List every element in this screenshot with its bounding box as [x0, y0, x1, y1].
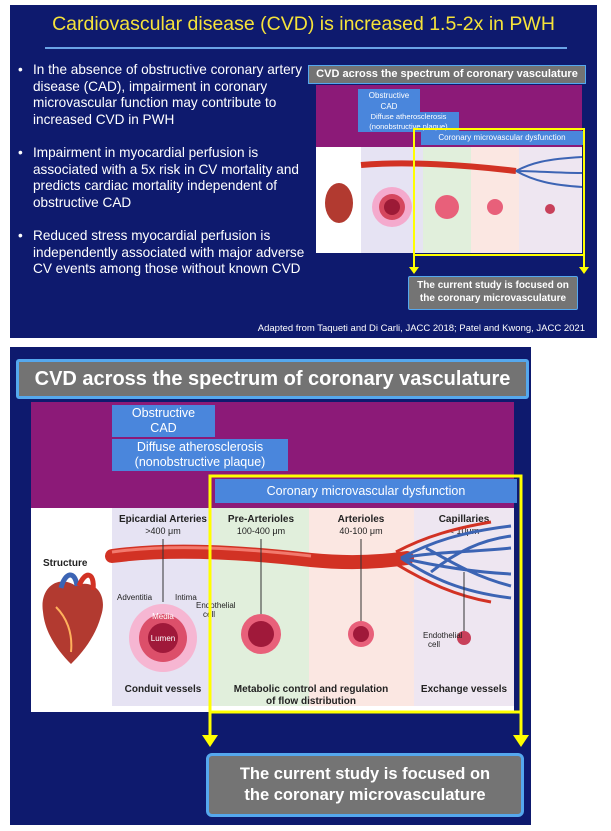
cross-section-epicardial-lumen	[148, 623, 178, 653]
slide-title: Cardiovascular disease (CVD) is increase…	[52, 13, 555, 35]
segment-name: Arterioles	[338, 514, 385, 525]
study-focus-callout: The current study is focused on the coro…	[206, 753, 524, 817]
diffuse-atherosclerosis-label-small: Diffuse atherosclerosis (nonobstructive …	[358, 112, 459, 132]
study-focus-callout-small: The current study is focused on the coro…	[408, 276, 578, 310]
bottom-label: of flow distribution	[266, 696, 356, 707]
callout-line: The current study is focused on	[417, 280, 569, 291]
diagram-title-small: CVD across the spectrum of coronary vasc…	[308, 65, 586, 84]
arrow-down-icon	[579, 267, 589, 274]
bottom-label: Exchange vessels	[421, 684, 508, 695]
capillary-network	[400, 524, 512, 600]
vessel-diagram: Epicardial Arteries >400 μm Pre-Arteriol…	[31, 402, 514, 712]
layer-label: Endothelial	[196, 601, 236, 610]
citation: Adapted from Taqueti and Di Carli, JACC …	[257, 323, 585, 334]
slide-diagram-zoom: CVD across the spectrum of coronary vasc…	[10, 347, 531, 825]
cross-section-capillary	[457, 631, 471, 645]
heart-illustration	[42, 572, 103, 664]
obstructive-cad-label: Obstructive CAD	[112, 405, 215, 437]
cross-section-capillary	[545, 204, 555, 214]
diffuse-atherosclerosis-label: Diffuse atherosclerosis (nonobstructive …	[112, 439, 288, 471]
capillary-network-red	[395, 520, 492, 604]
vessel-trunk-highlight	[111, 546, 312, 558]
obstructive-cad-line: Obstructive	[131, 406, 196, 420]
microvascular-label-small: Coronary microvascular dysfunction	[421, 131, 583, 145]
diffuse-line: (nonobstructive plaque)	[369, 121, 448, 131]
segment-size: >400 μm	[145, 526, 180, 536]
bottom-label: Conduit vessels	[125, 684, 202, 695]
diffuse-line: (nonobstructive plaque)	[134, 455, 266, 469]
vessel-trunk	[105, 544, 414, 570]
layer-label: Adventitia	[117, 593, 153, 602]
arrow-down-icon	[409, 267, 419, 274]
layer-label: Media	[152, 612, 174, 621]
cross-section-arteriole-lumen	[353, 626, 369, 642]
highlight-frame-small	[409, 128, 589, 274]
bottom-label: Metabolic control and regulation	[234, 684, 388, 695]
bullet-item: Impairment in myocardial perfusion is as…	[18, 145, 318, 211]
obstructive-cad-line: CAD	[150, 421, 177, 435]
bullet-item: Reduced stress myocardial perfusion is i…	[18, 228, 318, 278]
segment-name: Capillaries	[439, 514, 490, 525]
microvascular-label: Coronary microvascular dysfunction	[215, 479, 517, 503]
layer-label: Intima	[175, 593, 197, 602]
callout-line: the coronary microvasculature	[419, 293, 567, 304]
slide-overview: Cardiovascular disease (CVD) is increase…	[10, 5, 597, 338]
cross-section-epicardial-lumen	[384, 199, 400, 215]
bullet-list: In the absence of obstructive coronary a…	[18, 62, 318, 295]
layer-label: cell	[428, 640, 440, 649]
obstructive-cad-line: CAD	[380, 102, 398, 111]
diffuse-line: Diffuse atherosclerosis	[136, 440, 264, 454]
bullet-item: In the absence of obstructive coronary a…	[18, 62, 318, 128]
layer-label: Lumen	[151, 634, 175, 643]
callout-line: The current study is focused on	[239, 765, 491, 783]
segment-size: 40-100 μm	[339, 526, 382, 536]
diagram-title: CVD across the spectrum of coronary vasc…	[16, 359, 529, 399]
cross-section-arteriole	[487, 199, 503, 215]
title-divider	[45, 47, 567, 49]
segment-name: Epicardial Arteries	[119, 514, 207, 525]
callout-line: the coronary microvasculature	[244, 786, 486, 804]
arrow-down-icon	[513, 735, 529, 747]
vessel-trunk	[360, 160, 517, 174]
diffuse-line: Diffuse atherosclerosis	[370, 112, 447, 121]
layer-label: Endothelial	[423, 631, 463, 640]
arrow-down-icon	[202, 735, 218, 747]
structure-label: Structure	[43, 558, 88, 569]
segment-size: < 10μm	[449, 526, 479, 536]
heart-illustration	[325, 183, 353, 223]
capillary-network	[515, 156, 582, 188]
segment-size: 100-400 μm	[237, 526, 285, 536]
highlight-frame	[202, 474, 529, 747]
obstructive-cad-line: Obstructive	[368, 91, 410, 100]
cross-section-pre-arteriole	[435, 195, 459, 219]
segment-name: Pre-Arterioles	[228, 514, 295, 525]
cross-section-pre-arteriole-lumen	[248, 621, 274, 647]
obstructive-cad-label-small: Obstructive CAD	[358, 89, 420, 113]
